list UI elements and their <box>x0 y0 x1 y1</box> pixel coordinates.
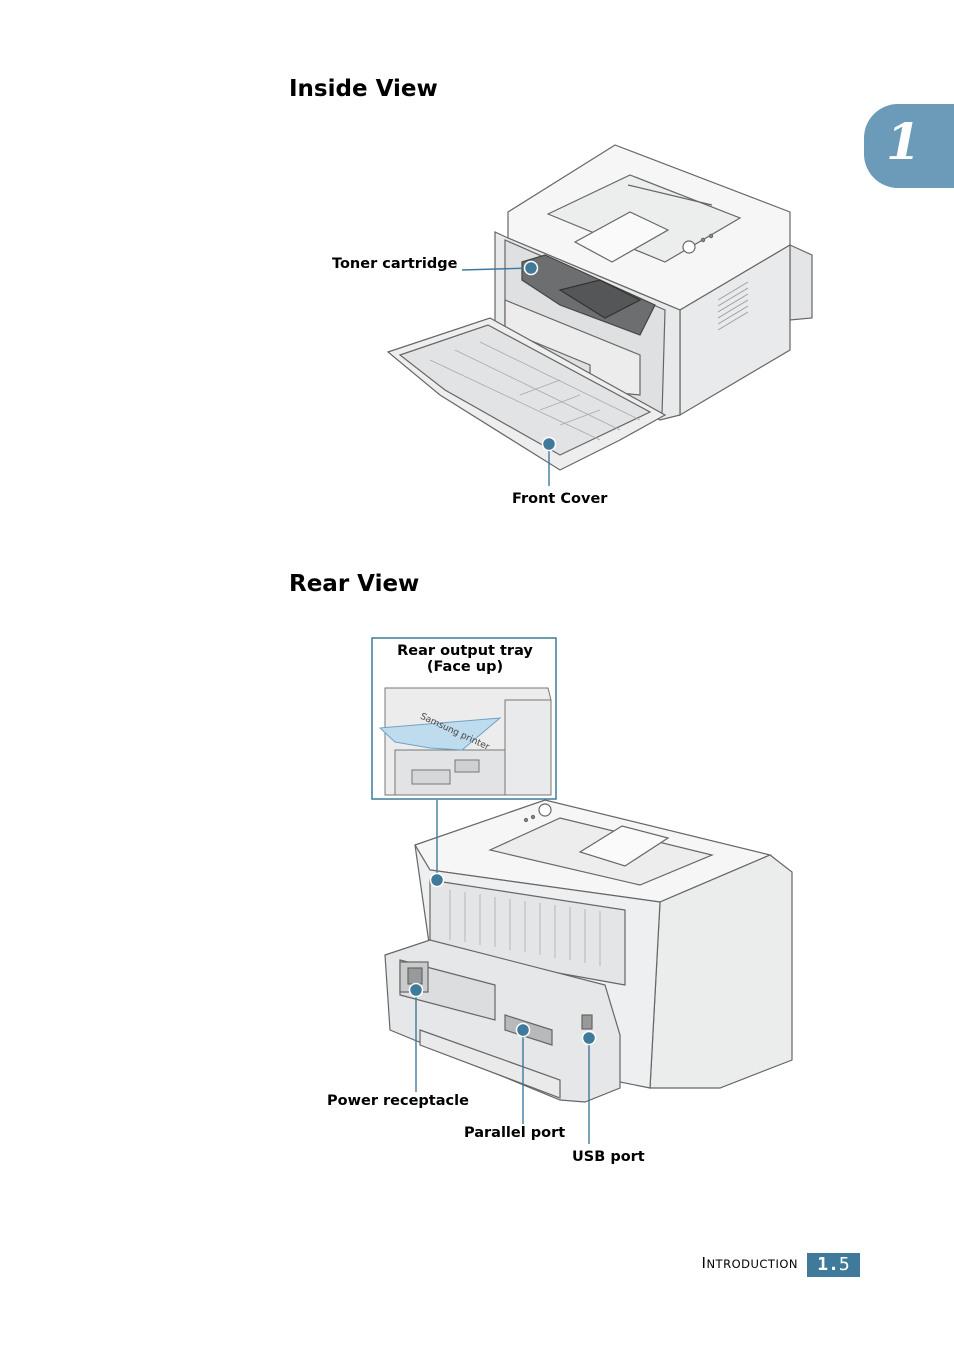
footer-section-initial: I <box>701 1254 707 1272</box>
power-receptacle-label: Power receptacle <box>327 1093 469 1109</box>
rear-output-tray-label-line2: (Face up) <box>426 659 504 675</box>
chapter-number: 1 <box>886 112 921 171</box>
rear-output-tray-label: Rear output tray (Face up) <box>372 643 558 675</box>
chapter-tab: 1 <box>864 104 954 188</box>
rear-view-heading: Rear View <box>289 571 420 597</box>
page-num: 5 <box>838 1254 850 1275</box>
rear-output-tray-label-line1: Rear output tray <box>397 643 533 659</box>
page-chapter: 1. <box>817 1254 839 1275</box>
inside-view-printer-illustration <box>386 144 813 486</box>
page-number-badge: 1.5 <box>807 1253 860 1277</box>
footer-section-title: INTRODUCTION <box>702 1254 798 1272</box>
toner-cartridge-label: Toner cartridge <box>332 256 458 272</box>
front-cover-label: Front Cover <box>512 491 608 507</box>
usb-port-label: USB port <box>572 1149 645 1165</box>
footer-section-rest: NTRODUCTION <box>706 1257 798 1271</box>
parallel-port-label: Parallel port <box>464 1125 566 1141</box>
rear-view-printer-illustration <box>384 799 793 1144</box>
rear-output-tray-inset: Samsung printer <box>371 637 557 800</box>
inside-view-heading: Inside View <box>289 76 438 102</box>
